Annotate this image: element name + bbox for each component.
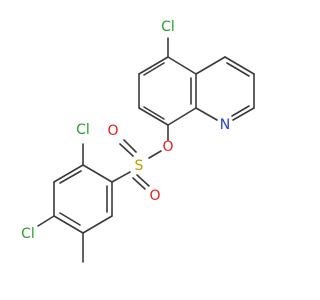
bond: [59, 212, 81, 226]
atom-o-sulfonyl-bottom: O: [149, 188, 160, 204]
bond: [143, 106, 165, 120]
atom-labels: Cl N O S O O Cl Cl: [21, 19, 230, 242]
bond: [136, 174, 150, 187]
bond: [59, 170, 82, 184]
atom-cl-ortho: Cl: [76, 122, 90, 138]
bond: [132, 177, 146, 190]
atom-cl-para: Cl: [21, 226, 35, 242]
bonds: [37, 37, 255, 263]
bond: [143, 62, 165, 76]
bond: [82, 215, 113, 234]
bond: [226, 62, 250, 77]
bond: [224, 56, 255, 75]
bond: [167, 107, 197, 126]
bond: [82, 164, 113, 183]
atom-s-sulfonyl: S: [135, 158, 144, 174]
bond: [37, 215, 55, 227]
atom-o-sulfonyl-left: O: [107, 123, 118, 139]
bond: [53, 215, 84, 234]
bond: [123, 139, 137, 153]
bond: [138, 56, 169, 75]
bond: [195, 107, 218, 121]
bond: [167, 56, 197, 75]
atom-o-ester: O: [162, 139, 173, 155]
bond: [148, 150, 162, 159]
atom-n-quinoline: N: [220, 117, 230, 133]
bond: [119, 143, 134, 157]
molecule-structure: Cl N O S O O Cl Cl: [21, 19, 255, 263]
bond: [195, 56, 226, 75]
bond: [231, 105, 250, 117]
bond: [53, 164, 84, 183]
bond: [232, 107, 255, 121]
atom-cl-quinoline: Cl: [161, 19, 175, 35]
bond: [111, 171, 131, 183]
bond: [138, 107, 169, 126]
